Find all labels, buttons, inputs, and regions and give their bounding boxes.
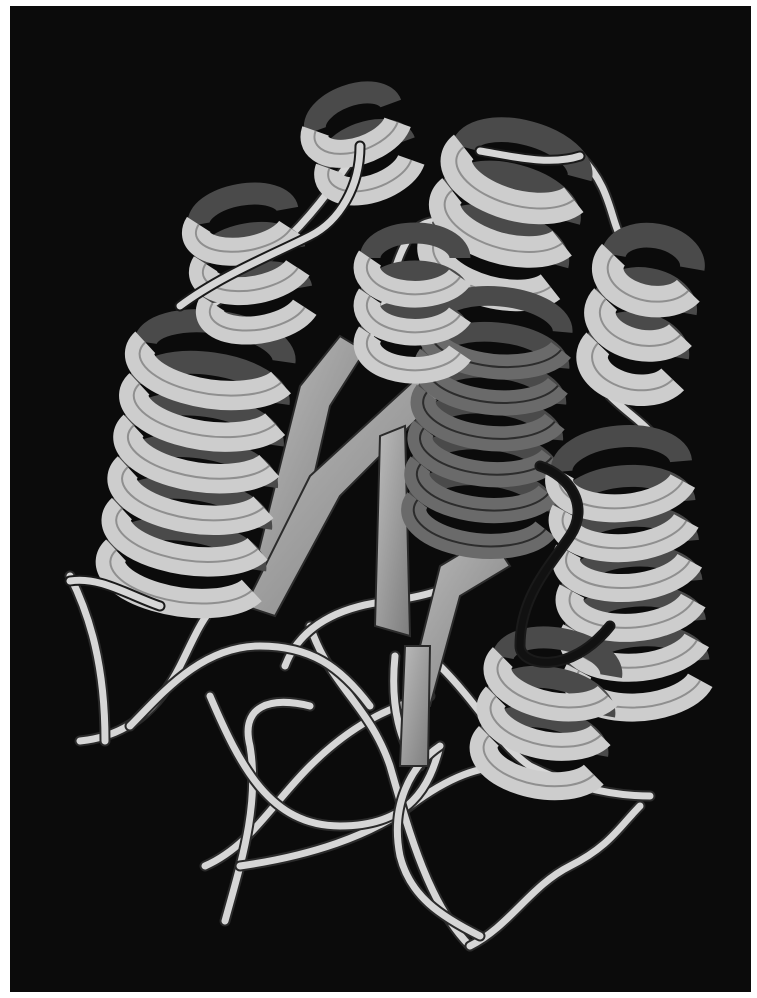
protein-ribbon-image [10,6,751,992]
beta-strand-2 [375,426,410,636]
protein-structure-photo [10,6,751,992]
beta-strand-4 [400,646,430,766]
